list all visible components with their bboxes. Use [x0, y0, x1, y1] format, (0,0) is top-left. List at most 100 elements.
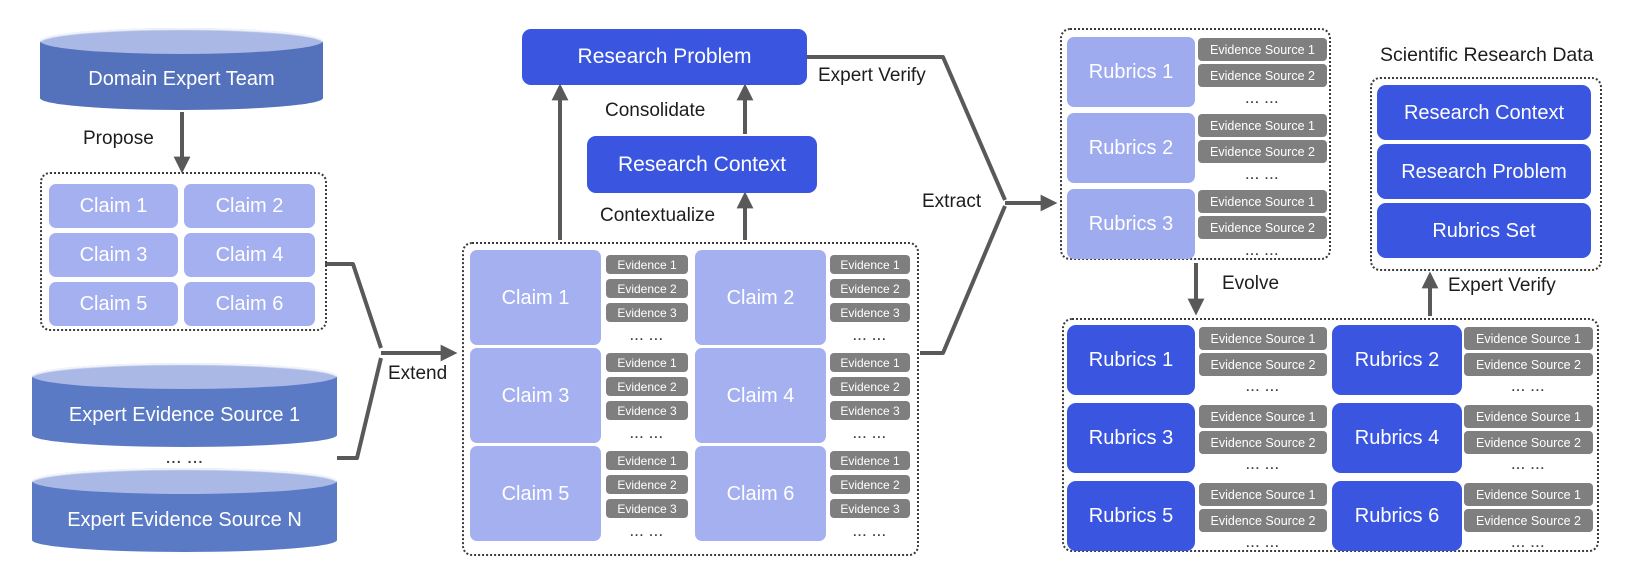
output-research-problem-box: Research Problem [1377, 144, 1591, 199]
expert-evidence-source-1-cylinder: Expert Evidence Source 1 [32, 363, 337, 447]
evidence-source-box: Evidence Source 1 [1464, 327, 1593, 350]
evidence-source-box: Evidence Source 1 [1199, 405, 1327, 428]
evidence-box: Evidence 1 [830, 255, 910, 274]
evidence-source-box: Evidence Source 2 [1464, 509, 1593, 532]
evidence-source-box: Evidence Source 1 [1199, 483, 1327, 506]
evidence-source-box: Evidence Source 1 [1464, 483, 1593, 506]
evidence-source-box: Evidence Source 1 [1464, 405, 1593, 428]
claim-box: Claim 4 [695, 348, 826, 443]
evidence-ellipsis: ... ... [853, 427, 887, 441]
rubrics-chip: Rubrics 3 [1067, 403, 1195, 473]
evidence-box: Evidence 3 [606, 499, 688, 518]
evidence-box: Evidence 1 [606, 353, 688, 372]
output-rubrics-set-box: Rubrics Set [1377, 203, 1591, 258]
claim-chip: Claim 4 [184, 233, 315, 277]
extract-label: Extract [922, 191, 982, 212]
claim-box: Claim 2 [695, 250, 826, 345]
extend-line-sources [337, 357, 383, 460]
evidence-ellipsis: ... ... [630, 329, 664, 343]
extend-line-claims [325, 262, 383, 349]
evidence-box: Evidence 1 [830, 451, 910, 470]
sources-ellipsis: ... ... [166, 450, 204, 466]
output-research-context-box: Research Context [1377, 85, 1591, 140]
extract-line [920, 205, 1007, 355]
cylinder-top-ellipse [40, 28, 323, 54]
evidence-box: Evidence 1 [830, 353, 910, 372]
expert-evidence-source-n-cylinder: Expert Evidence Source N [32, 468, 337, 552]
evidence-box: Evidence 3 [606, 303, 688, 322]
claim-box: Claim 5 [470, 446, 601, 541]
rubrics-chip: Rubrics 1 [1067, 37, 1195, 107]
evidence-source-box: Evidence Source 2 [1199, 509, 1327, 532]
domain-expert-team-label: Domain Expert Team [88, 67, 275, 90]
sources-ellipsis: ... ... [1511, 536, 1546, 550]
sources-ellipsis: ... ... [1246, 380, 1280, 394]
evolved-rubrics-box [1062, 318, 1599, 552]
evidence-source-box: Evidence Source 1 [1198, 190, 1327, 213]
expert-evidence-source-n-label: Expert Evidence Source N [67, 508, 302, 531]
evidence-box: Evidence 3 [606, 401, 688, 420]
rubrics-chip: Rubrics 2 [1067, 113, 1195, 183]
rubrics-chip: Rubrics 1 [1067, 325, 1195, 395]
extracted-rubrics-box [1060, 28, 1331, 260]
scientific-research-data-title: Scientific Research Data [1380, 44, 1594, 66]
evidence-box: Evidence 3 [830, 499, 910, 518]
extended-claims-box [462, 242, 919, 556]
claim-chip: Claim 1 [49, 184, 178, 228]
evidence-box: Evidence 2 [830, 475, 910, 494]
rubrics-chip: Rubrics 3 [1067, 189, 1195, 259]
evidence-ellipsis: ... ... [853, 329, 887, 343]
proposed-claims-box [40, 172, 327, 331]
evidence-box: Evidence 2 [830, 377, 910, 396]
evidence-box: Evidence 1 [606, 451, 688, 470]
extend-label: Extend [388, 363, 448, 384]
evidence-ellipsis: ... ... [630, 427, 664, 441]
evidence-box: Evidence 2 [830, 279, 910, 298]
rubrics-chip: Rubrics 5 [1067, 481, 1195, 551]
expert-verify-problem-label: Expert Verify [818, 65, 926, 86]
evidence-source-box: Evidence Source 2 [1199, 353, 1327, 376]
evidence-source-box: Evidence Source 2 [1198, 64, 1327, 87]
evidence-source-box: Evidence Source 2 [1199, 431, 1327, 454]
evidence-box: Evidence 3 [830, 303, 910, 322]
sources-ellipsis: ... ... [1245, 92, 1280, 106]
expert-verify-line [807, 55, 1007, 201]
sources-ellipsis: ... ... [1511, 458, 1546, 472]
claim-box: Claim 1 [470, 250, 601, 345]
consolidate-label: Consolidate [605, 100, 706, 121]
evidence-source-box: Evidence Source 2 [1464, 431, 1593, 454]
evidence-source-box: Evidence Source 1 [1198, 114, 1327, 137]
evidence-box: Evidence 2 [606, 377, 688, 396]
evidence-box: Evidence 1 [606, 255, 688, 274]
evidence-source-box: Evidence Source 2 [1198, 216, 1327, 239]
evidence-box: Evidence 3 [830, 401, 910, 420]
rubrics-chip: Rubrics 6 [1332, 481, 1462, 551]
evidence-source-box: Evidence Source 2 [1464, 353, 1593, 376]
evidence-box: Evidence 2 [606, 279, 688, 298]
rubrics-chip: Rubrics 4 [1332, 403, 1462, 473]
scientific-research-data-box [1370, 77, 1602, 271]
rubrics-chip: Rubrics 2 [1332, 325, 1462, 395]
evidence-ellipsis: ... ... [853, 525, 887, 539]
expert-verify-output-label: Expert Verify [1448, 275, 1556, 296]
claim-chip: Claim 2 [184, 184, 315, 228]
cylinder-top-ellipse [32, 468, 337, 494]
sources-ellipsis: ... ... [1246, 458, 1280, 472]
claim-box: Claim 3 [470, 348, 601, 443]
claim-chip: Claim 5 [49, 282, 178, 326]
sources-ellipsis: ... ... [1246, 536, 1280, 550]
cylinder-top-ellipse [32, 363, 337, 389]
claim-box: Claim 6 [695, 446, 826, 541]
contextualize-label: Contextualize [600, 205, 716, 226]
domain-expert-team-cylinder: Domain Expert Team [40, 28, 323, 110]
sources-ellipsis: ... ... [1245, 244, 1280, 258]
expert-evidence-source-1-label: Expert Evidence Source 1 [68, 403, 301, 426]
propose-label: Propose [83, 128, 154, 149]
sources-ellipsis: ... ... [1511, 380, 1546, 394]
research-context-box: Research Context [587, 136, 817, 193]
research-problem-box: Research Problem [522, 29, 807, 85]
claim-chip: Claim 6 [184, 282, 315, 326]
evidence-source-box: Evidence Source 1 [1199, 327, 1327, 350]
